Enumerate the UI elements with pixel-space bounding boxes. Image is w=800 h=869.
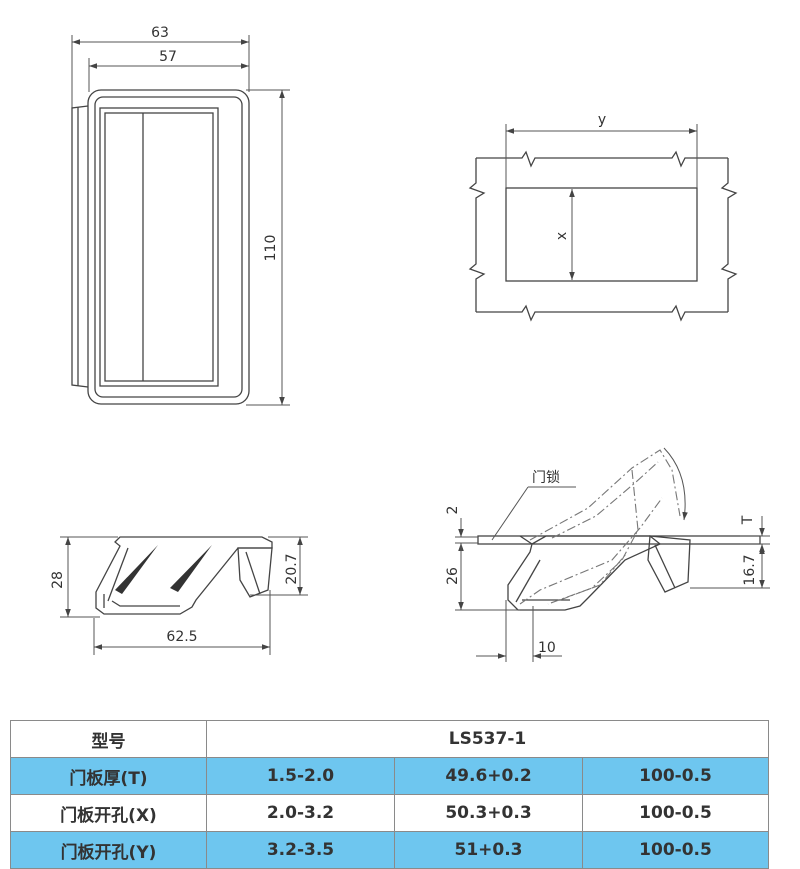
dim-16-7: 16.7 — [742, 554, 758, 585]
table-cell: 1.5-2.0 — [206, 757, 395, 795]
table-header-label: 型号 — [10, 720, 207, 758]
lock-label: 门锁 — [532, 470, 560, 486]
dim-side-depth: 20.7 — [284, 553, 300, 584]
dim-side-length: 62.5 — [166, 629, 197, 645]
dim-offset-10: 10 — [538, 640, 556, 656]
table-row: 门板厚(T) 1.5-2.0 49.6+0.2 100-0.5 — [10, 757, 770, 795]
dim-height: 110 — [263, 235, 279, 262]
row-label: 门板厚(T) — [10, 757, 207, 795]
dim-depth-26: 26 — [445, 567, 461, 585]
top-view: 63 57 110 — [71, 25, 290, 406]
table-cell: 100-0.5 — [581, 757, 770, 795]
dim-y-label: y — [598, 112, 606, 128]
table-row: 门板开孔(Y) 3.2-3.5 51+0.3 100-0.5 — [10, 831, 770, 869]
table-row: 门板开孔(X) 2.0-3.2 50.3+0.3 100-0.5 — [10, 794, 770, 832]
dim-panel-2: 2 — [445, 506, 461, 515]
table-cell: 100-0.5 — [581, 831, 770, 869]
table-model: LS537-1 — [205, 720, 770, 758]
dim-width-inner: 57 — [159, 49, 177, 65]
dim-side-height: 28 — [50, 571, 66, 589]
table-cell: 3.2-3.5 — [206, 831, 395, 869]
table-header-row: 型号 LS537-1 — [10, 720, 770, 758]
technical-drawing: 63 57 110 y x — [50, 25, 770, 662]
table-cell: 49.6+0.2 — [394, 757, 583, 795]
dim-x-label: x — [554, 232, 570, 240]
table-cell: 50.3+0.3 — [394, 794, 583, 832]
row-label: 门板开孔(X) — [10, 794, 207, 832]
row-label: 门板开孔(Y) — [10, 831, 207, 869]
cutout-view: y x — [468, 112, 738, 322]
side-view: 28 20.7 62.5 — [50, 536, 308, 655]
dim-T: T — [740, 515, 756, 525]
table-cell: 51+0.3 — [394, 831, 583, 869]
installed-view: 门锁 2 26 10 T 16.7 — [445, 447, 770, 662]
spec-table: 型号 LS537-1 门板厚(T) 1.5-2.0 49.6+0.2 100-0… — [10, 720, 770, 869]
table-cell: 100-0.5 — [581, 794, 770, 832]
dim-width-outer: 63 — [151, 25, 169, 41]
table-cell: 2.0-3.2 — [206, 794, 395, 832]
